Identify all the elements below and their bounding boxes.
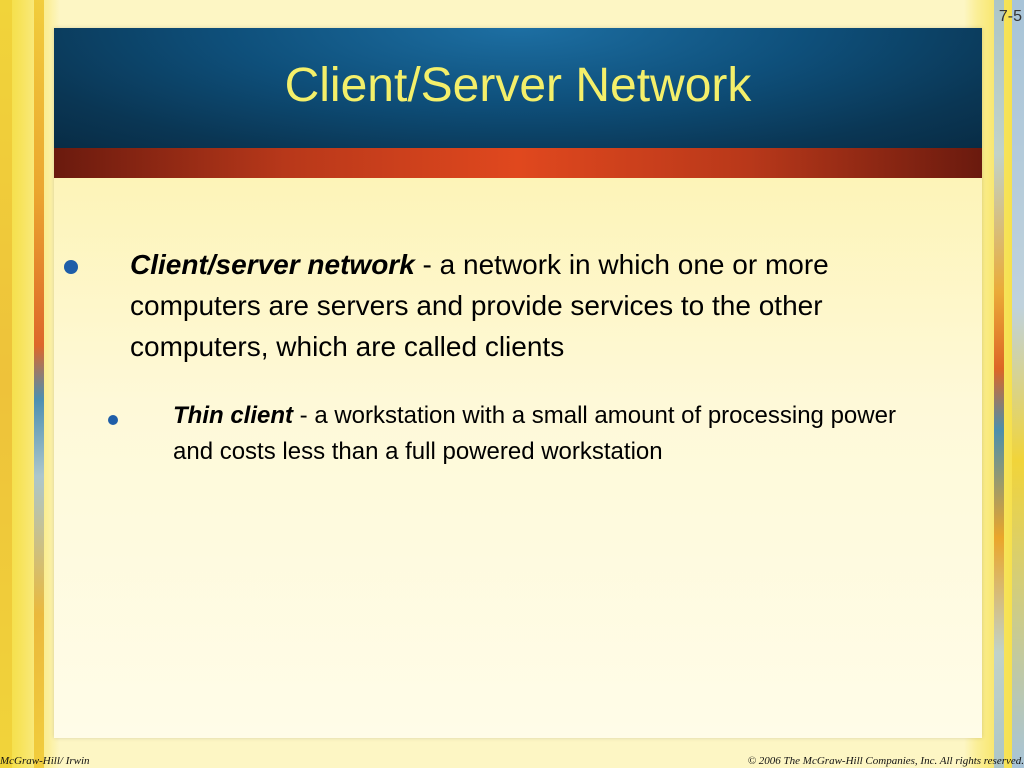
right-border-stripe — [1012, 0, 1024, 768]
right-accent-stripe — [994, 0, 1004, 768]
bullet-term: Client/server network — [130, 249, 415, 280]
bullet-definition: - a workstation with a small amount of p… — [173, 402, 896, 465]
bullet-icon — [64, 260, 78, 274]
left-border-stripe — [0, 0, 12, 768]
slide-title: Client/Server Network — [284, 58, 752, 112]
bullet-item-thin-client: Thin client - a workstation with a small… — [173, 398, 913, 470]
content-area: Client/server network - a network in whi… — [54, 178, 982, 738]
footer-publisher: McGraw-Hill/ Irwin — [0, 755, 90, 767]
accent-bar — [54, 148, 982, 178]
footer-copyright: © 2006 The McGraw-Hill Companies, Inc. A… — [747, 755, 1024, 767]
bullet-term: Thin client — [173, 402, 293, 429]
title-bar: Client/Server Network — [54, 28, 982, 148]
left-accent-stripe — [34, 0, 44, 768]
slide-number: 7-5 — [998, 8, 1022, 25]
sub-bullet-icon — [108, 415, 118, 425]
bullet-definition: - a network in which one or more compute… — [130, 249, 829, 362]
bullet-item-client-server: Client/server network - a network in whi… — [130, 244, 950, 367]
slide-panel: Client/Server Network Client/server netw… — [54, 28, 982, 738]
